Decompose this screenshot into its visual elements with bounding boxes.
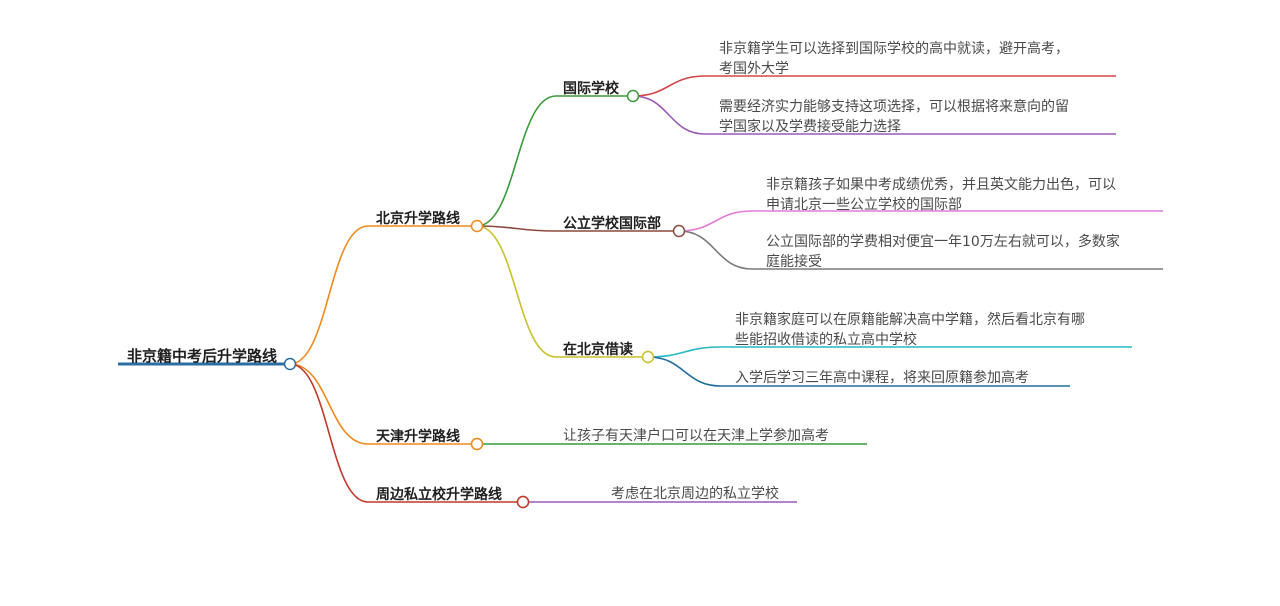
- leaf-text-line: 考虑在北京周边的私立学校: [611, 485, 779, 502]
- leaf-text-line: 需要经济实力能够支持这项选择，可以根据将来意向的留: [719, 98, 1069, 115]
- subbranch-connector: [476, 225, 557, 358]
- subbranch-node-label: 国际学校: [563, 80, 620, 97]
- root-node-label: 非京籍中考后升学路线: [127, 347, 277, 365]
- leaf-connector: [632, 95, 706, 135]
- leaf-text-line: 非京籍孩子如果中考成绩优秀，并且英文能力出色，可以: [766, 176, 1116, 193]
- subbranch-node-toggle[interactable]: [626, 89, 640, 103]
- leaf-connector: [632, 75, 706, 97]
- subbranch-connector: [476, 225, 557, 232]
- leaf-text-line: 让孩子有天津户口可以在天津上学参加高考: [563, 427, 829, 444]
- branch-connector: [289, 363, 369, 503]
- leaf-connector: [678, 230, 753, 270]
- subbranch-node-toggle[interactable]: [641, 350, 655, 364]
- leaf-text-line: 公立国际部的学费相对便宜一年10万左右就可以，多数家: [766, 233, 1120, 250]
- branch-node-toggle[interactable]: [470, 219, 484, 233]
- branch-node-toggle[interactable]: [470, 437, 484, 451]
- leaf-text-line: 庭能接受: [766, 253, 822, 270]
- subbranch-connector: [476, 95, 557, 227]
- subbranch-node-label: 在北京借读: [563, 341, 633, 358]
- nodes-layer: 非京籍中考后升学路线 北京升学路线 国际学校 非京籍学生可以选择到国际学校的高中就读，…: [127, 40, 1120, 509]
- leaf-text-line: 申请北京一些公立学校的国际部: [766, 196, 962, 213]
- branch-node-label: 周边私立校升学路线: [376, 486, 502, 503]
- branch-node-toggle[interactable]: [516, 495, 530, 509]
- leaf-text-line: 入学后学习三年高中课程，将来回原籍参加高考: [735, 369, 1029, 386]
- leaf-text-line: 学国家以及学费接受能力选择: [719, 118, 901, 135]
- branch-node-label: 天津升学路线: [376, 428, 460, 445]
- branch-connector: [289, 363, 369, 445]
- subbranch-node-label: 公立学校国际部: [563, 215, 661, 232]
- branch-connector: [289, 225, 369, 365]
- leaf-text-line: 些能招收借读的私立高中学校: [735, 331, 917, 348]
- branch-node-label: 北京升学路线: [376, 210, 460, 227]
- leaf-text-line: 非京籍学生可以选择到国际学校的高中就读，避开高考，: [719, 40, 1069, 57]
- leaf-connector: [647, 346, 722, 358]
- leaf-connector: [647, 356, 722, 387]
- leaf-text-line: 考国外大学: [719, 61, 789, 77]
- subbranch-node-toggle[interactable]: [672, 224, 686, 238]
- root-node-toggle[interactable]: [283, 357, 297, 371]
- leaf-connector: [678, 210, 753, 232]
- leaf-text-line: 非京籍家庭可以在原籍能解决高中学籍，然后看北京有哪: [735, 311, 1085, 328]
- edges-layer: [118, 75, 1163, 503]
